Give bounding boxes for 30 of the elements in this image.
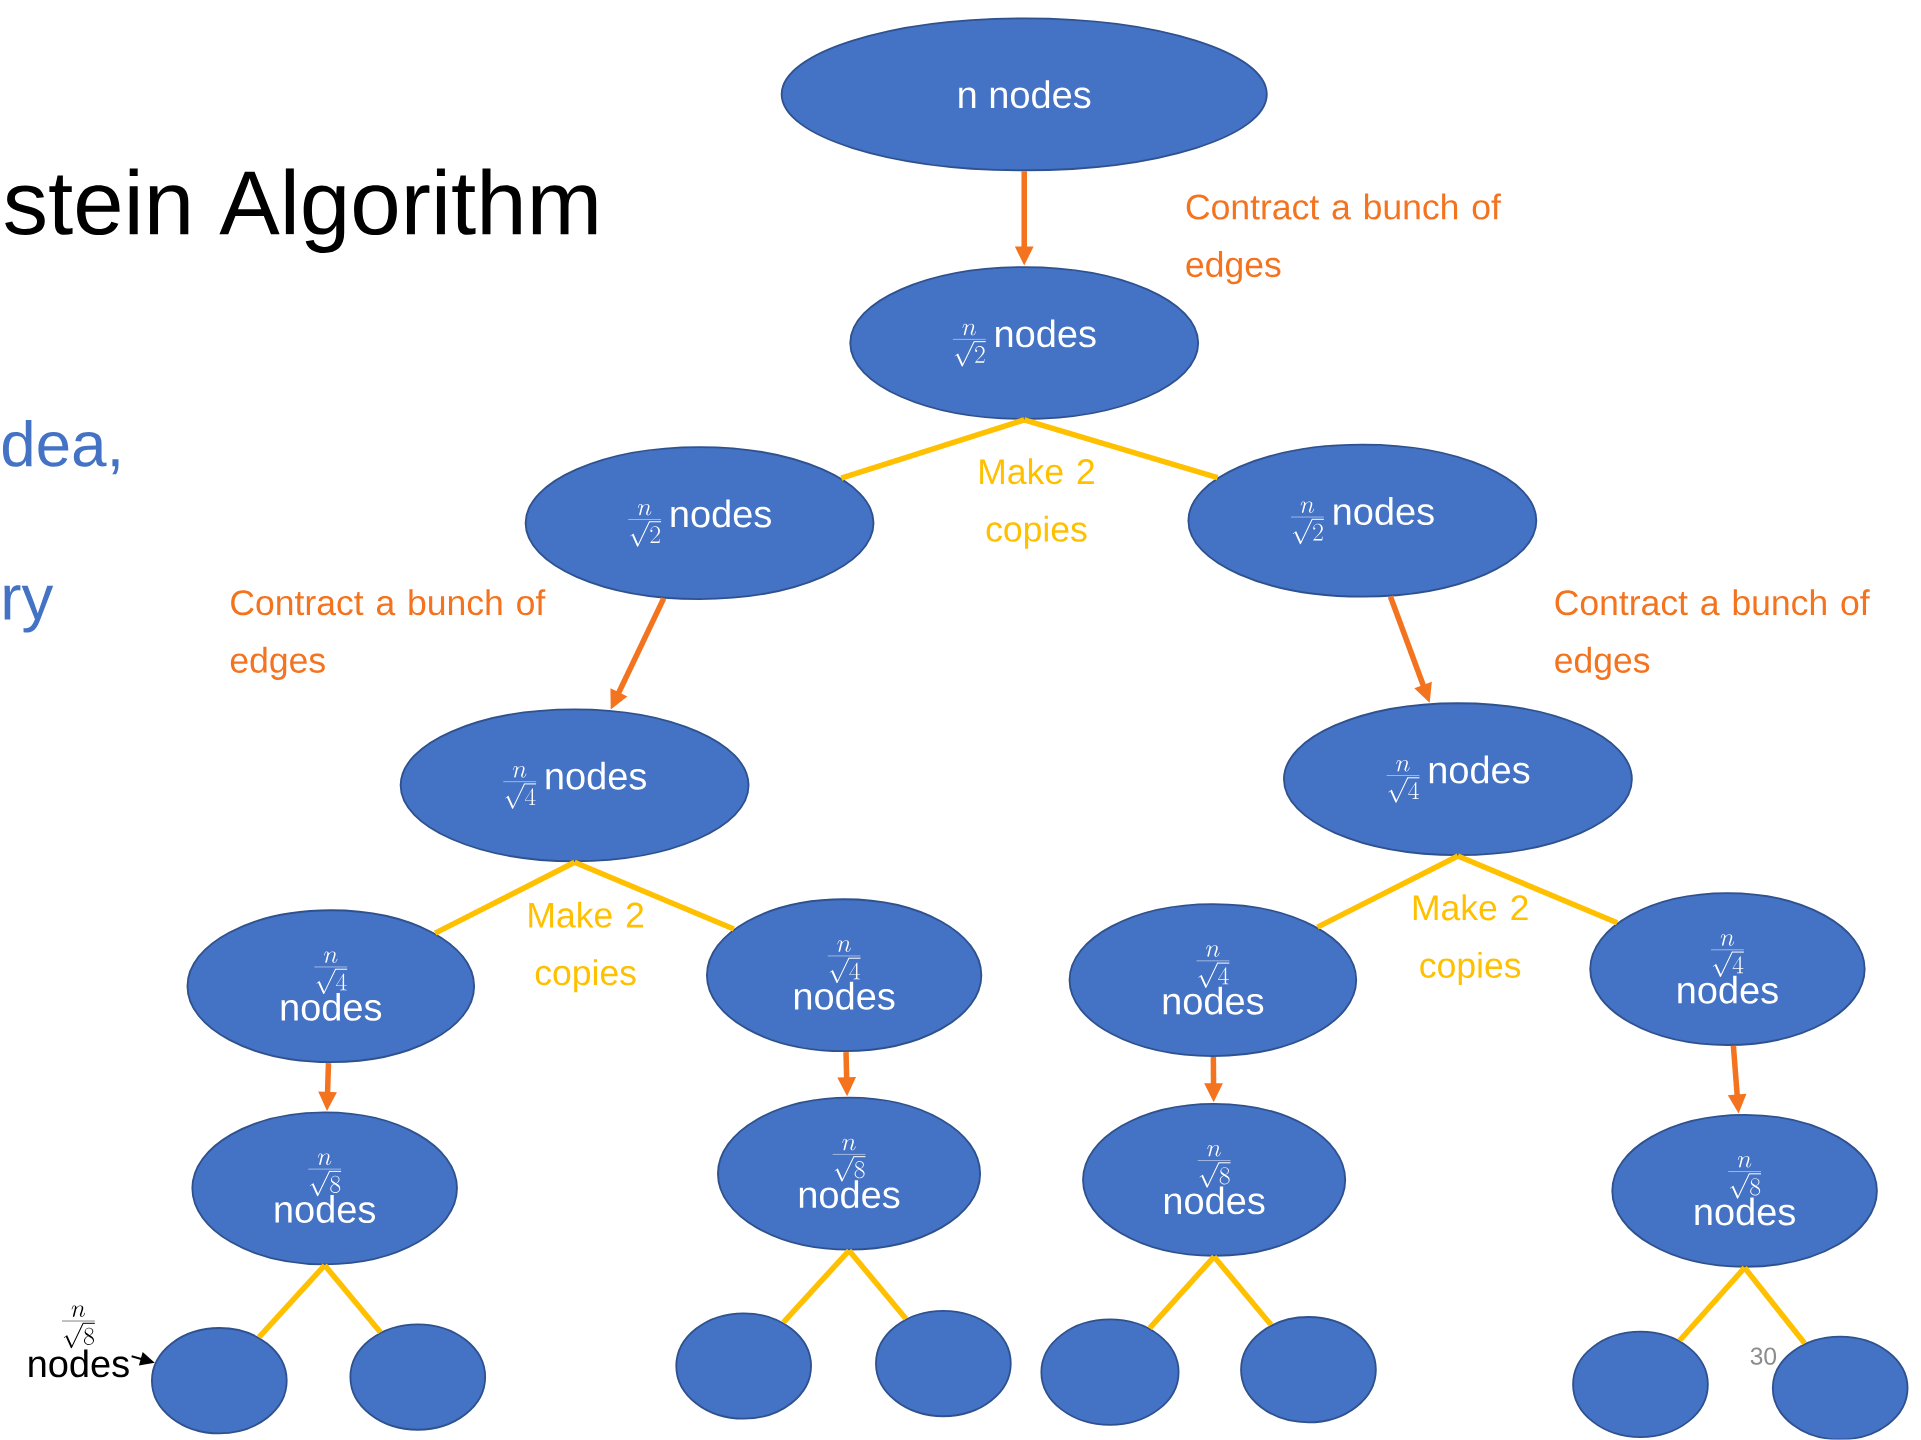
connector-line (846, 1249, 909, 1321)
empty-ellipse (1240, 1316, 1377, 1424)
connector-line (1456, 853, 1619, 926)
connector-line (322, 1263, 383, 1335)
text-fragment: ry (4, 585, 54, 633)
connector-line (781, 1248, 852, 1325)
connector-line (257, 1263, 327, 1340)
connector-line (433, 859, 576, 936)
connector-line (1316, 853, 1460, 930)
edge-label: Make 2 copies (529, 901, 644, 993)
empty-ellipse (675, 1312, 812, 1420)
connector-line (1147, 1255, 1217, 1331)
empty-ellipse (1040, 1318, 1180, 1426)
text-fragment: dea, (2, 420, 119, 475)
edge-label: Contract a bunch of edges (1555, 589, 1870, 681)
connector-line (1677, 1266, 1747, 1343)
slide-title: stein Algorithm (5, 168, 597, 254)
empty-ellipse (151, 1327, 288, 1435)
empty-ellipse (349, 1323, 487, 1431)
edge-label: Make 2 copies (1413, 894, 1528, 986)
connector-line (573, 859, 735, 932)
connector-line (840, 417, 1026, 481)
text-label: $\frac{n}{\sqrt{8}}$ nodes (29, 1305, 129, 1378)
connector-line (1212, 1255, 1274, 1327)
empty-ellipse (875, 1310, 1012, 1418)
empty-ellipse (1572, 1331, 1709, 1439)
connector-line (1023, 417, 1219, 481)
page-number: 30 (1750, 1347, 1777, 1366)
connector-line (1742, 1266, 1807, 1346)
edge-label: Make 2 copies (980, 458, 1094, 550)
